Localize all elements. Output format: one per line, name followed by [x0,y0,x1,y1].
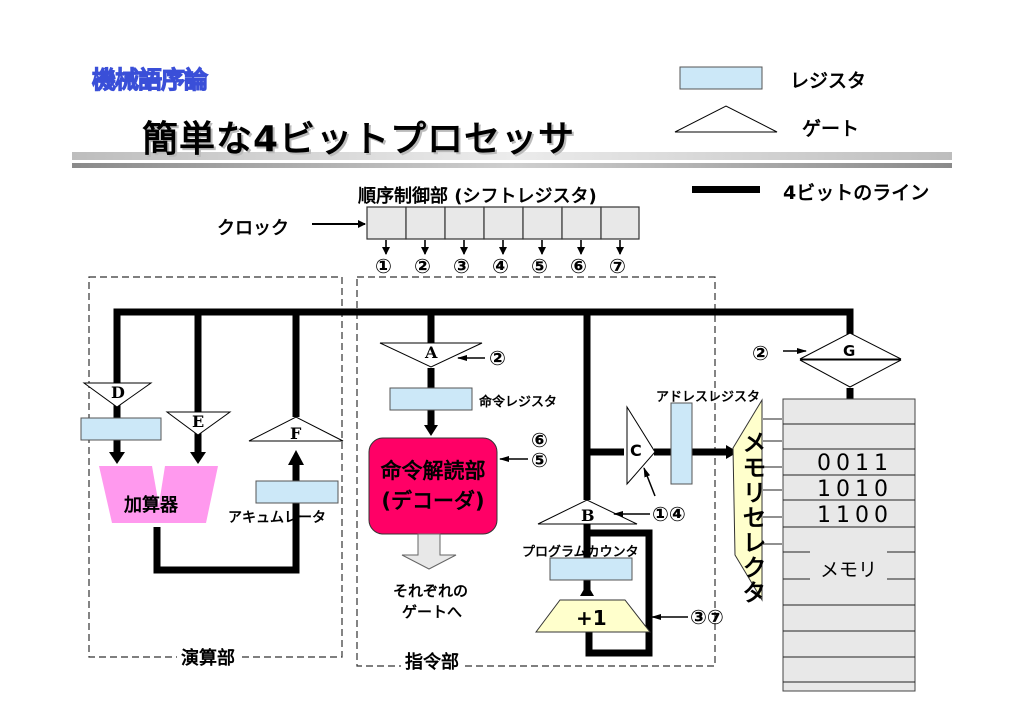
register-d [80,417,162,441]
alu-section-label: 演算部 [177,644,239,670]
step-1: ① [375,254,392,278]
control-signal-arrows [457,348,807,620]
incrementer-signal: ③⑦ [690,605,724,629]
adder [99,466,162,523]
gate-f [248,416,344,442]
shift-register [366,206,640,240]
program-counter-label: プログラムカウンタ [522,545,639,560]
gate-e-label: E [192,412,205,431]
memory-row-5: 1100 [817,503,893,528]
gate-f-label: F [290,424,302,443]
legend-register-swatch [679,66,763,90]
step-4: ④ [492,254,509,278]
step-arrows [382,240,624,255]
memory-selector [732,398,763,602]
slide-title: 簡単な4ビットプロセッサ [142,119,576,160]
instruction-register-label: 命令レジスタ [479,395,558,410]
legend-gate-swatch [674,105,778,133]
decoder-output-arrow [401,533,457,570]
step-5: ⑤ [531,254,548,278]
header-rule-bottom [72,163,952,168]
gate-bc-signal: ①④ [652,502,686,526]
clock-label: クロック [217,218,289,239]
legend-line-label: 4ビットのライン [783,182,930,204]
gate-e [165,411,232,436]
memory-row-3: 0011 [817,451,893,476]
adder-right [156,466,218,523]
gate-g [799,332,902,388]
header-rule-top [72,152,952,160]
gate-c-label: C [630,441,642,460]
decoder-signal-5: ⑤ [531,448,548,472]
decoder-label-line2: (デコーダ) [381,489,485,513]
accumulator-register [255,480,339,504]
incrementer [535,599,652,633]
adder-label: 加算器 [124,495,178,516]
accumulator-label: アキュムレータ [228,510,326,526]
decoder-signal-6: ⑥ [531,428,548,452]
legend-register-label: レジスタ [790,70,867,92]
control-section-label: 指令部 [401,648,463,674]
gate-c [626,405,656,486]
incrementer-label: +1 [576,606,607,630]
step-6: ⑥ [570,254,587,278]
program-counter-register [549,557,633,581]
legend-gate-label: ゲート [802,118,860,140]
gate-a-label: A [425,343,438,362]
decoder-label-line1: 命令解読部 [380,459,486,483]
memory-row-4: 1010 [817,477,893,502]
control-section-box [356,276,716,667]
memory-selector-label: メモリセレクタ [738,430,766,605]
gate-g-signal: ② [752,341,769,365]
memory-block [763,398,916,692]
step-2: ② [414,254,431,278]
legend-line-swatch [692,186,760,193]
instruction-register [389,387,473,411]
gate-b [537,499,638,525]
address-register-label: アドレスレジスタ [656,390,761,405]
data-bus [113,308,854,657]
gate-g-label: G [843,342,856,360]
decoder-output-line2: ゲートへ [402,603,463,621]
gate-a-signal: ② [489,346,506,370]
decoder-output-line1: それぞれの [393,582,469,600]
gate-a [379,342,483,368]
step-3: ③ [453,254,470,278]
step-7: ⑦ [609,254,626,278]
gate-d [82,382,153,408]
address-register [670,402,693,485]
gate-d-label: D [111,383,125,402]
sequencer-title: 順序制御部 (シフトレジスタ) [358,186,597,207]
course-title: 機械語序論 [92,66,209,95]
gate-b-label: B [581,506,595,525]
memory-label: メモリ [820,559,878,581]
